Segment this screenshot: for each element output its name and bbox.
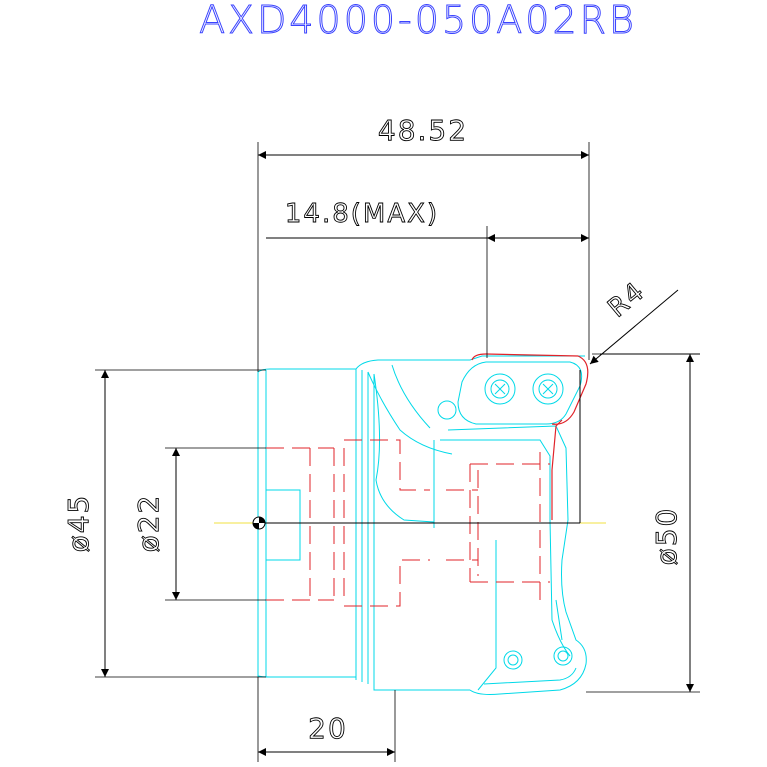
dimension-diameter-bore: ø22 xyxy=(132,447,266,601)
dimension-shank-length-label: 20 xyxy=(308,712,348,745)
dimension-shank-length: 20 xyxy=(257,677,396,762)
dimension-diameter-shank-label: ø45 xyxy=(62,494,95,553)
dimension-diameter-bore-label: ø22 xyxy=(132,494,165,553)
dimension-insert-length: 14.8(MAX) xyxy=(266,199,589,358)
dimension-diameter-cutting: ø50 xyxy=(586,353,700,693)
dimension-diameter-cutting-label: ø50 xyxy=(650,507,683,566)
dimension-insert-length-label: 14.8(MAX) xyxy=(285,199,439,229)
centerline xyxy=(214,370,606,530)
dimension-overall-length-label: 48.52 xyxy=(378,114,468,147)
dimension-overall-length: 48.52 xyxy=(257,114,590,372)
cutter-body-outline xyxy=(257,355,587,695)
dimension-diameter-shank: ø45 xyxy=(62,369,266,678)
cutting-insert xyxy=(471,353,589,520)
drawing-title: AXD4000-050A02RB xyxy=(199,0,637,42)
dimension-corner-radius-label: R4 xyxy=(602,276,651,324)
dimension-corner-radius: R4 xyxy=(589,276,700,365)
